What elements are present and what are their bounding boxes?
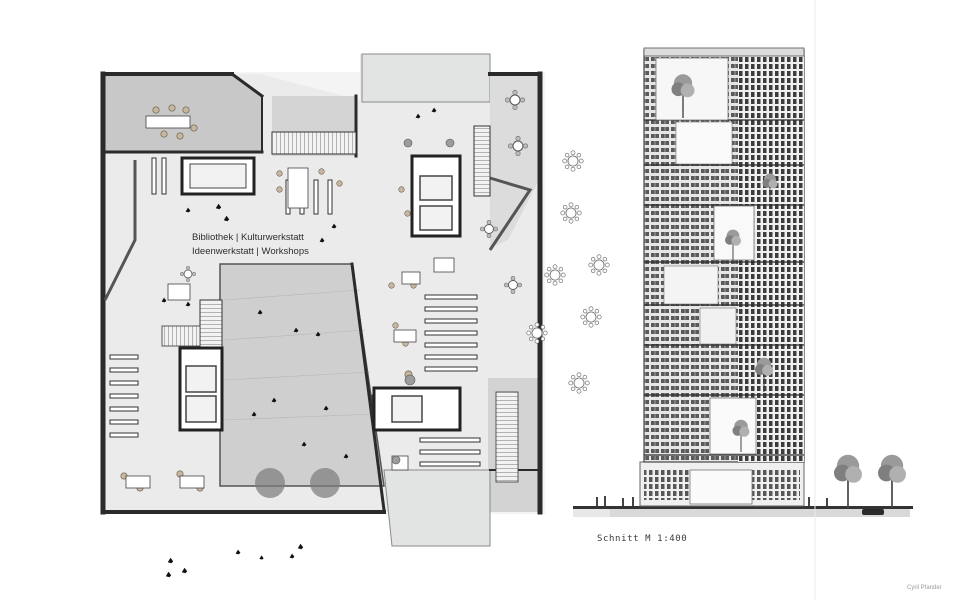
program-line-2: Ideenwerkstatt | Workshops [192, 245, 309, 257]
floor-plan [100, 53, 610, 578]
roof-terrace [103, 74, 262, 152]
tree-icon [832, 453, 864, 508]
tower-section [573, 0, 913, 600]
entrance-bay [361, 53, 491, 103]
author-credit: Cyril Pfander [907, 585, 942, 591]
section-caption: Schnitt M 1:400 [597, 534, 688, 544]
core [178, 154, 462, 432]
sky-garden [655, 57, 779, 455]
plan-program-label: Bibliothek | Kulturwerkstatt Ideenwerkst… [192, 231, 309, 258]
stair-icon [271, 131, 357, 155]
program-line-1: Bibliothek | Kulturwerkstatt [192, 232, 304, 243]
